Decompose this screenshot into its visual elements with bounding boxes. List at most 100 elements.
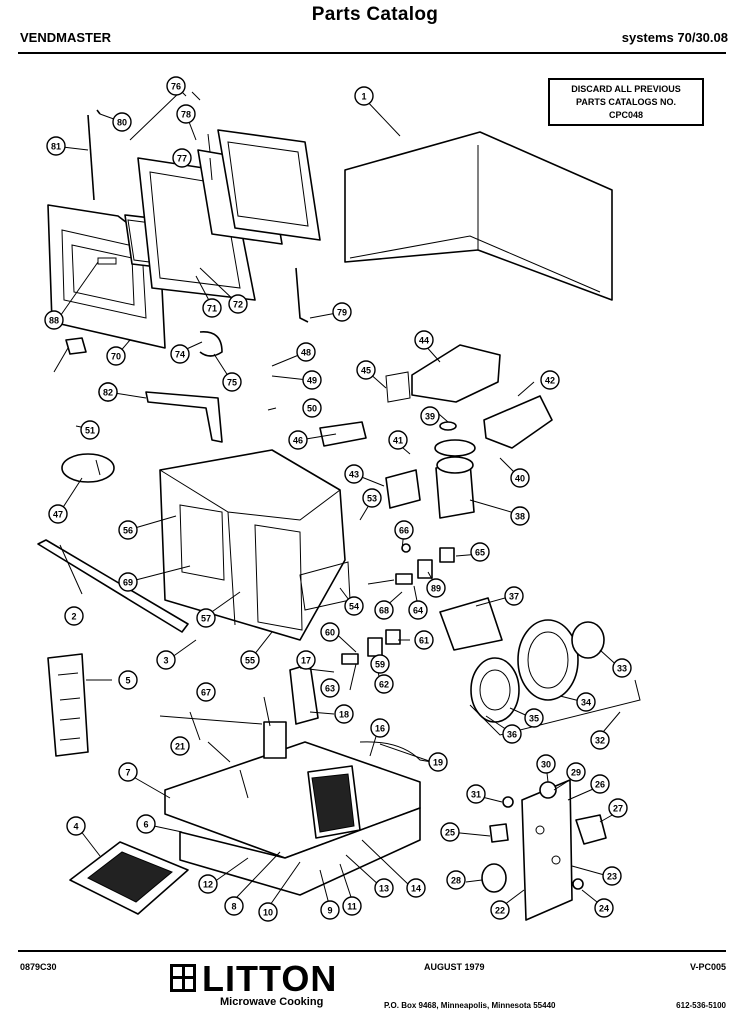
callout-number: 64 xyxy=(413,606,423,616)
callout-number: 30 xyxy=(541,760,551,770)
callout-circle xyxy=(362,488,382,508)
callout-5: 5 xyxy=(118,670,138,690)
callout-23: 23 xyxy=(602,866,622,886)
callout-circle xyxy=(374,674,394,694)
callout-circle xyxy=(46,136,66,156)
callout-number: 19 xyxy=(433,758,443,768)
front-bracket xyxy=(145,391,223,443)
callout-circle xyxy=(374,600,394,620)
callout-circle xyxy=(118,762,138,782)
callout-2: 2 xyxy=(64,606,84,626)
callout-circle xyxy=(590,730,610,750)
callout-circle xyxy=(406,878,426,898)
callout-68: 68 xyxy=(374,600,394,620)
callout-circle xyxy=(590,774,610,794)
callout-circle xyxy=(166,76,186,96)
callout-circle xyxy=(176,104,196,124)
callout-number: 7 xyxy=(125,768,130,778)
callout-72: 72 xyxy=(228,294,248,314)
callout-number: 12 xyxy=(203,880,213,890)
callout-number: 60 xyxy=(325,628,335,638)
door-strips xyxy=(87,89,201,201)
page-title: Parts Catalog xyxy=(311,4,439,25)
callout-57: 57 xyxy=(196,608,216,628)
callout-number: 29 xyxy=(571,768,581,778)
callout-circle xyxy=(370,654,390,674)
callout-circle xyxy=(228,294,248,314)
callout-circle xyxy=(118,670,138,690)
callout-42: 42 xyxy=(540,370,560,390)
callout-circle xyxy=(48,504,68,524)
callout-circle xyxy=(576,692,596,712)
fan-motor-assembly xyxy=(319,344,553,519)
systems-label: systems 70/30.08 xyxy=(621,30,728,45)
callout-number: 40 xyxy=(515,474,525,484)
callout-circle xyxy=(446,870,466,890)
logo-wordmark: LITTON xyxy=(202,958,338,999)
callout-number: 43 xyxy=(349,470,359,480)
callout-circle xyxy=(288,430,308,450)
callout-circle xyxy=(240,650,260,670)
callout-circle xyxy=(222,372,242,392)
footer-ref: V-PC005 xyxy=(689,962,726,972)
cabinet-wrapper xyxy=(344,131,613,301)
callout-number: 75 xyxy=(227,378,237,388)
callout-circle xyxy=(202,298,222,318)
callout-number: 77 xyxy=(177,154,187,164)
callout-70: 70 xyxy=(106,346,126,366)
callout-71: 71 xyxy=(202,298,222,318)
callout-number: 23 xyxy=(607,872,617,882)
callout-number: 48 xyxy=(301,348,311,358)
callout-34: 34 xyxy=(576,692,596,712)
logo-mark-icon xyxy=(170,964,196,992)
callout-number: 70 xyxy=(111,352,121,362)
callout-circle xyxy=(524,708,544,728)
callout-75: 75 xyxy=(222,372,242,392)
callout-number: 26 xyxy=(595,780,605,790)
callout-55: 55 xyxy=(240,650,260,670)
callout-number: 72 xyxy=(233,300,243,310)
callout-number: 71 xyxy=(207,304,217,314)
callout-number: 45 xyxy=(361,366,371,376)
callout-62: 62 xyxy=(374,674,394,694)
callout-number: 25 xyxy=(445,828,455,838)
callout-69: 69 xyxy=(118,572,138,592)
callout-4: 4 xyxy=(66,816,86,836)
callout-circle xyxy=(470,542,490,562)
callout-circle xyxy=(156,650,176,670)
callout-48: 48 xyxy=(296,342,316,362)
callout-number: 24 xyxy=(599,904,609,914)
callout-47: 47 xyxy=(48,504,68,524)
callout-67: 67 xyxy=(196,682,216,702)
callout-circle xyxy=(502,724,522,744)
callout-number: 80 xyxy=(117,118,127,128)
callout-7: 7 xyxy=(118,762,138,782)
callout-49: 49 xyxy=(302,370,322,390)
callout-circle xyxy=(504,586,524,606)
callout-circle xyxy=(118,520,138,540)
callout-number: 41 xyxy=(393,436,403,446)
callout-number: 42 xyxy=(545,376,555,386)
callout-circle xyxy=(354,86,374,106)
callout-circle xyxy=(296,650,316,670)
callout-number: 10 xyxy=(263,908,273,918)
callout-circle xyxy=(540,370,560,390)
callout-32: 32 xyxy=(590,730,610,750)
floor-grille xyxy=(69,841,189,915)
callout-79: 79 xyxy=(332,302,352,322)
front-trim-strip xyxy=(37,539,189,633)
callout-1: 1 xyxy=(354,86,374,106)
callout-number: 50 xyxy=(307,404,317,414)
callout-number: 37 xyxy=(509,592,519,602)
callout-circle xyxy=(344,464,364,484)
callout-circle xyxy=(510,506,530,526)
callout-circle xyxy=(66,816,86,836)
footer-address: P.O. Box 9468, Minneapolis, Minnesota 55… xyxy=(384,1001,556,1010)
callout-number: 88 xyxy=(49,316,59,326)
callout-number: 3 xyxy=(163,656,168,666)
callout-89: 89 xyxy=(426,578,446,598)
callout-53: 53 xyxy=(362,488,382,508)
callout-circle xyxy=(320,900,340,920)
callout-circle xyxy=(356,360,376,380)
callout-circle xyxy=(332,302,352,322)
